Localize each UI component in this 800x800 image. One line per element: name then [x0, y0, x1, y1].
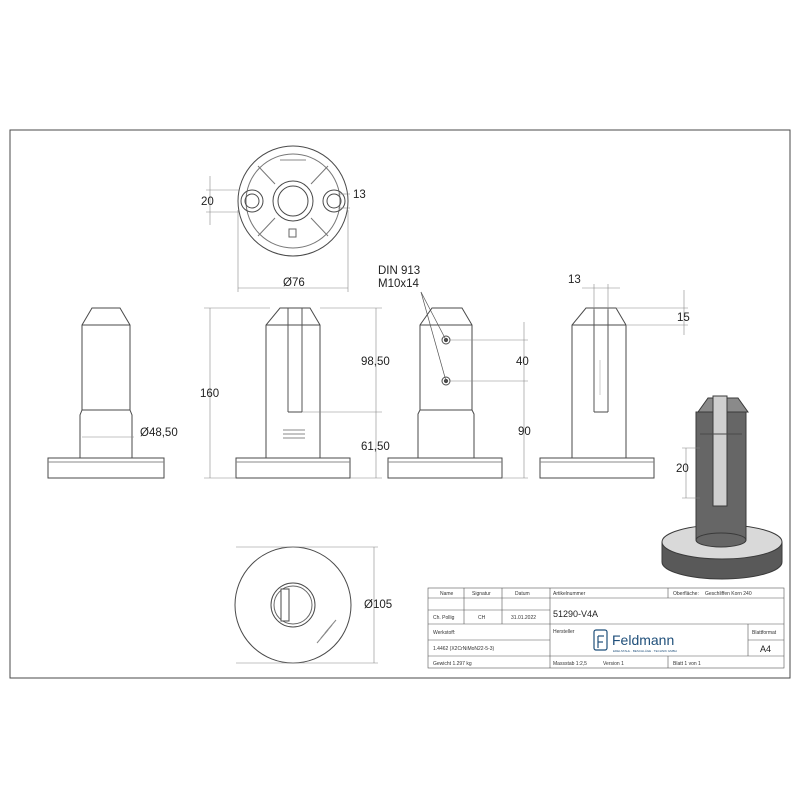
side-view-screws: [387, 291, 528, 479]
tb-company: Feldmann: [612, 632, 674, 648]
dim-top-slot: 13: [353, 189, 366, 201]
side-view-slot: [204, 307, 382, 479]
tb-row-name: Ch. Pollig: [433, 615, 455, 621]
dim-iso-height: 20: [676, 463, 689, 475]
tb-article-label: Artikelnummer: [553, 591, 586, 597]
tb-surface-label: Oberfläche:: [673, 591, 699, 597]
dim-slot-width: 13: [568, 274, 581, 286]
tb-surface-value: Geschliffen Korn 240: [705, 591, 752, 597]
dim-base-diameter: Ø105: [364, 599, 392, 611]
dim-top-diameter: Ø76: [283, 277, 305, 289]
tb-version: Version 1: [603, 661, 624, 667]
tb-sheet-format: A4: [760, 644, 771, 654]
dim-height-lower: 61,50: [361, 441, 390, 453]
dim-top-width: 20: [201, 196, 214, 208]
tb-scale: Massstab 1:2,5: [553, 661, 587, 667]
tb-material-label: Werkstoff:: [433, 630, 455, 636]
dim-screw-spec-2: M10x14: [378, 278, 420, 290]
tb-row-date: 31.01.2022: [511, 615, 536, 621]
dim-hole-height: 90: [518, 426, 531, 438]
dim-hole-spacing: 40: [516, 356, 529, 368]
tb-sheet: Blatt 1 von 1: [673, 661, 701, 667]
tb-col-date: Datum: [515, 591, 530, 597]
dim-post-diameter: Ø48,50: [140, 427, 178, 439]
dim-height-upper: 98,50: [361, 356, 390, 368]
isometric-view: [661, 395, 783, 580]
tb-col-signature: Signatur: [472, 591, 491, 597]
dim-height-total: 160: [200, 388, 219, 400]
dim-slot-depth: 15: [677, 312, 690, 324]
side-view-plain: [47, 307, 165, 479]
title-block: [427, 587, 785, 669]
top-view: [206, 145, 350, 292]
tb-row-signature: CH: [478, 615, 486, 621]
tb-manufacturer-label: Hersteller: [553, 629, 575, 635]
tb-col-name: Name: [440, 591, 454, 597]
dim-screw-spec-1: DIN 913: [378, 265, 420, 277]
tb-company-tagline: EDELSTAHL · BESCHLÄGE · TECHNIK GMBH: [613, 649, 677, 653]
tb-weight: Gewicht 1.297 kg: [433, 661, 472, 667]
tb-article-number: 51290-V4A: [553, 609, 598, 619]
sheet-frame: [9, 129, 791, 679]
tb-material-value: 1.4462 (X2CrNiMoN22-5-3): [433, 646, 494, 652]
bottom-view: [234, 546, 378, 664]
side-view-section: [539, 284, 688, 479]
tb-sheet-format-label: Blattformat: [752, 630, 777, 636]
